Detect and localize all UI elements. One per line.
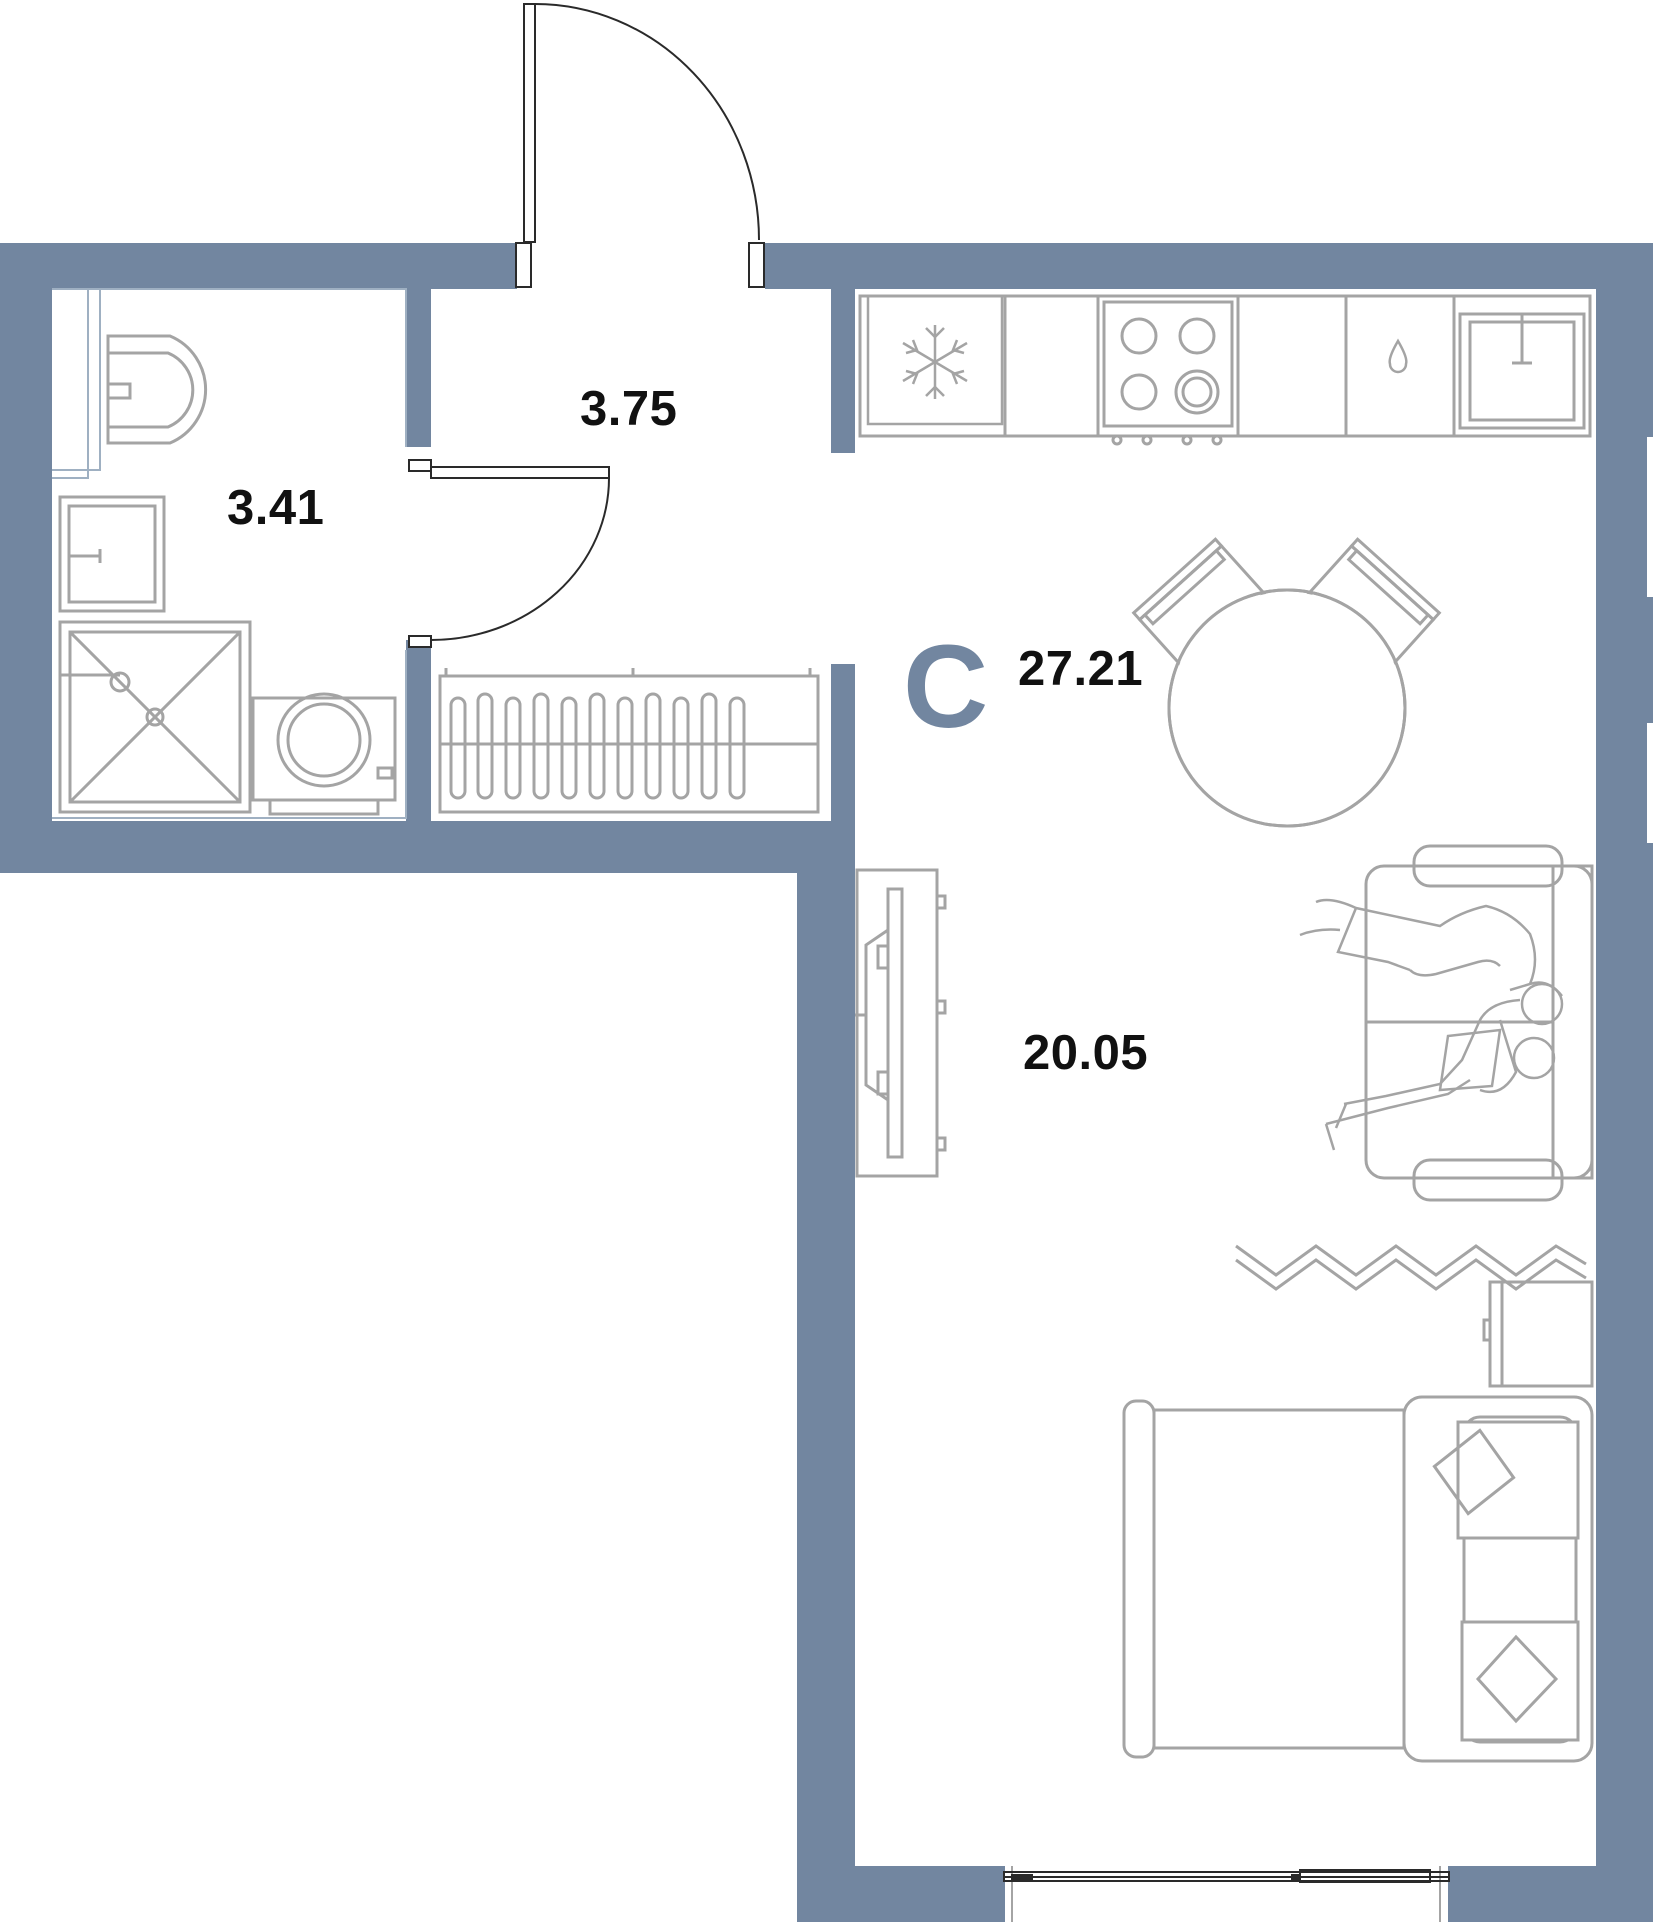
living-area-label: 20.05 <box>1023 1026 1149 1080</box>
wall-mid-bottom <box>0 821 852 873</box>
bathroom-fixtures <box>58 334 397 816</box>
tv-unit <box>855 868 947 1178</box>
hangers <box>449 692 746 800</box>
wall-top-right <box>765 243 1653 289</box>
rug-edge <box>1235 1244 1587 1291</box>
washbasin <box>58 495 166 613</box>
walls <box>0 243 1653 1922</box>
wall-hall-partition-bottom <box>831 664 855 872</box>
bathroom-door <box>408 459 610 648</box>
wall-hall-partition-top <box>831 289 855 453</box>
kitchen-sink <box>1458 312 1586 430</box>
wall-right <box>1596 289 1653 1922</box>
sofa <box>1299 844 1594 1202</box>
wall-top-left <box>0 243 517 289</box>
wall-bottom-right <box>1449 1866 1653 1922</box>
bottom-window <box>1003 1866 1450 1922</box>
bed <box>1122 1395 1594 1763</box>
bathroom-area-label: 3.41 <box>227 481 325 535</box>
wall-living-left <box>797 871 855 1922</box>
four-burner-icon <box>1102 300 1234 446</box>
snowflake-icon <box>866 294 1004 426</box>
dining-set <box>1131 537 1442 828</box>
apartment-type-letter: С <box>903 621 988 753</box>
wall-bath-partition-bottom <box>406 640 431 821</box>
shower-tray <box>58 620 252 814</box>
hallway-wardrobe <box>438 668 820 814</box>
washing-machine <box>251 692 397 816</box>
wall-bath-partition-top <box>406 289 431 447</box>
hallway-area-label: 3.75 <box>580 382 678 436</box>
toilet <box>106 334 208 445</box>
entrance-door <box>515 3 765 288</box>
total-area-label: 27.21 <box>1018 642 1144 696</box>
people-figures <box>1299 898 1564 1151</box>
kitchen-counter <box>858 294 1592 446</box>
right-wall-reveals <box>1647 437 1653 843</box>
nightstand <box>1482 1280 1594 1388</box>
wall-bottom-left <box>797 1866 1004 1922</box>
water-drop-icon <box>1388 338 1408 374</box>
wall-left <box>0 243 52 873</box>
bathroom-inner-outline <box>52 288 407 819</box>
